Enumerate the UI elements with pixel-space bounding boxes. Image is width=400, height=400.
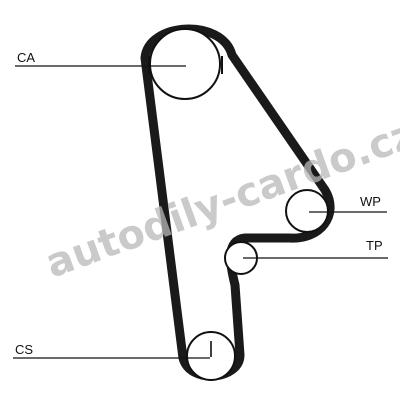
label-tp: TP bbox=[366, 238, 383, 253]
camshaft-pulley bbox=[148, 28, 223, 100]
label-ca: CA bbox=[17, 50, 35, 65]
watermark-text: autodily-cardo.cz bbox=[40, 111, 400, 287]
crankshaft-pulley bbox=[186, 331, 236, 381]
label-cs: CS bbox=[15, 342, 33, 357]
label-wp: WP bbox=[360, 194, 381, 209]
water-pump-pulley bbox=[285, 189, 329, 233]
